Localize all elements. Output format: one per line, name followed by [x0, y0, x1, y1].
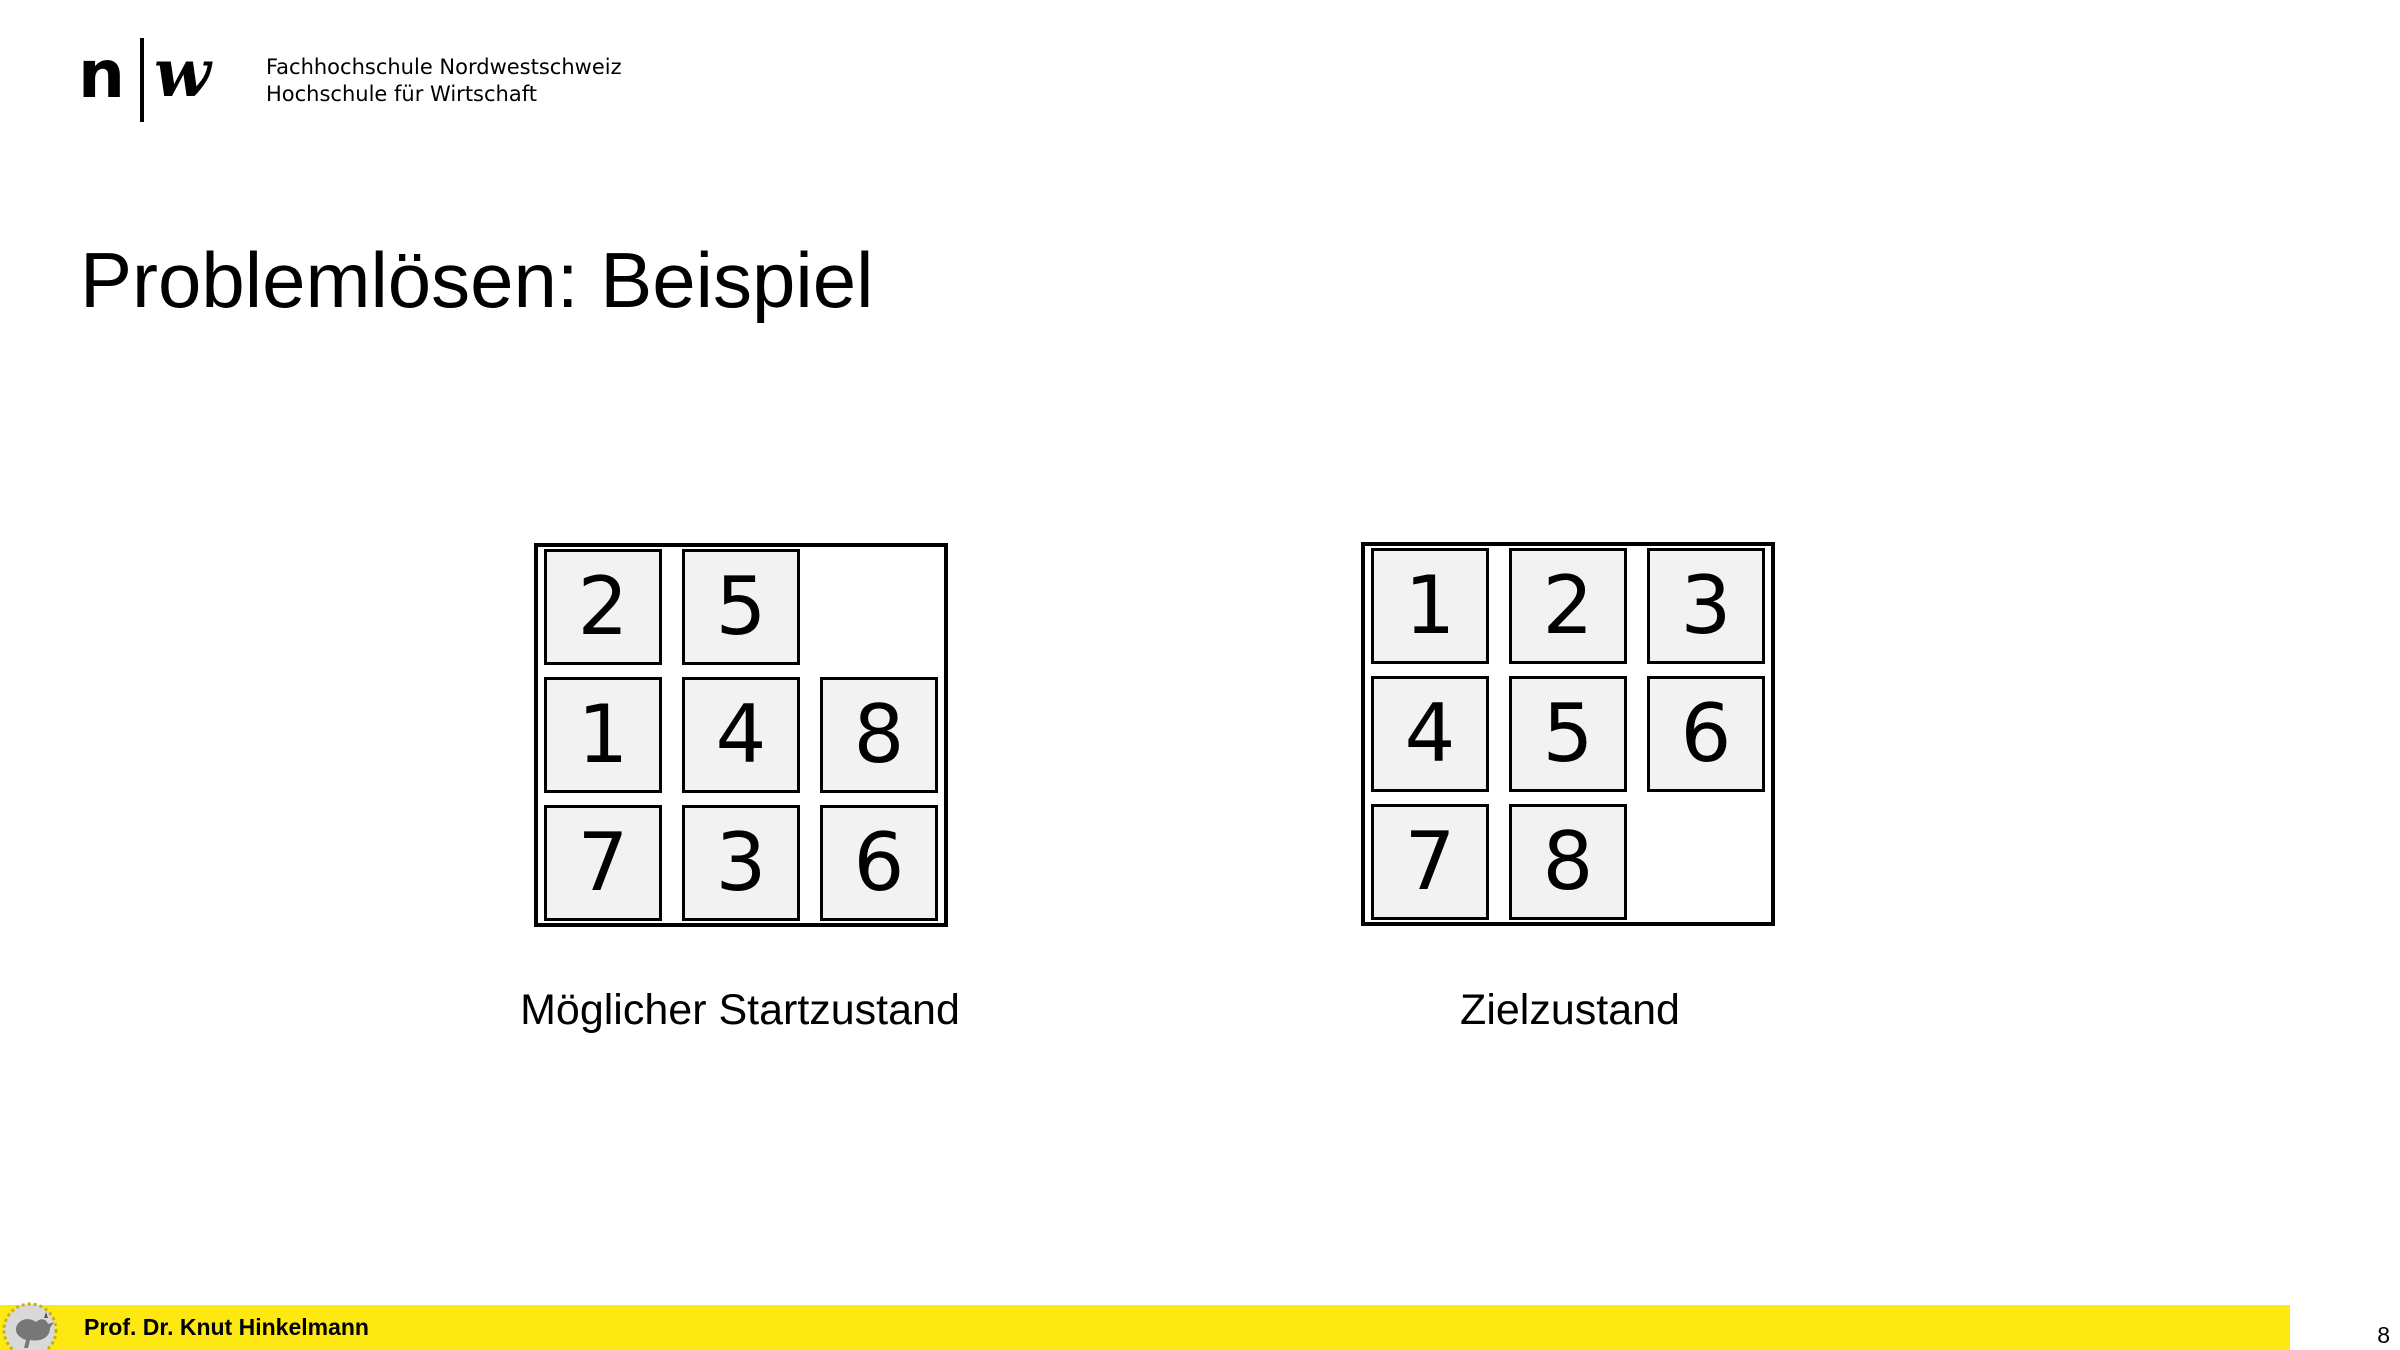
school-name: Hochschule für Wirtschaft: [266, 82, 537, 106]
page-number: 8: [2377, 1322, 2390, 1348]
goal-tile-5: 5: [1509, 676, 1627, 792]
goal-tile-3: 3: [1647, 548, 1765, 664]
start-tile-8: 8: [820, 677, 938, 793]
start-tile-2: 2: [544, 549, 662, 665]
goal-tile-8: 8: [1509, 804, 1627, 920]
goal-tile-1: 1: [1371, 548, 1489, 664]
goal-tile-6: 6: [1647, 676, 1765, 792]
logo-divider: [140, 38, 144, 122]
start-tile-6: 6: [820, 805, 938, 921]
goal-state-caption: Zielzustand: [1460, 986, 1680, 1034]
logo-letter-n: n: [78, 36, 125, 113]
goal-tile-7: 7: [1371, 804, 1489, 920]
start-tile-4: 4: [682, 677, 800, 793]
start-tile-1: 1: [544, 677, 662, 793]
start-tile-7: 7: [544, 805, 662, 921]
start-state-caption: Möglicher Startzustand: [520, 986, 960, 1034]
rooster-logo-icon: [2, 1302, 58, 1350]
footer-bar: [0, 1305, 2290, 1350]
logo-letter-w: w: [154, 34, 211, 112]
logo-text: Fachhochschule Nordwestschweiz Hochschul…: [266, 54, 622, 108]
goal-tile-4: 4: [1371, 676, 1489, 792]
start-tile-3: 3: [682, 805, 800, 921]
start-tile-5: 5: [682, 549, 800, 665]
footer-author: Prof. Dr. Knut Hinkelmann: [84, 1314, 369, 1340]
goal-tile-2: 2: [1509, 548, 1627, 664]
institution-name: Fachhochschule Nordwestschweiz: [266, 55, 622, 79]
slide-title: Problemlösen: Beispiel: [80, 236, 874, 324]
fhnw-logo-mark: n w: [78, 34, 238, 126]
